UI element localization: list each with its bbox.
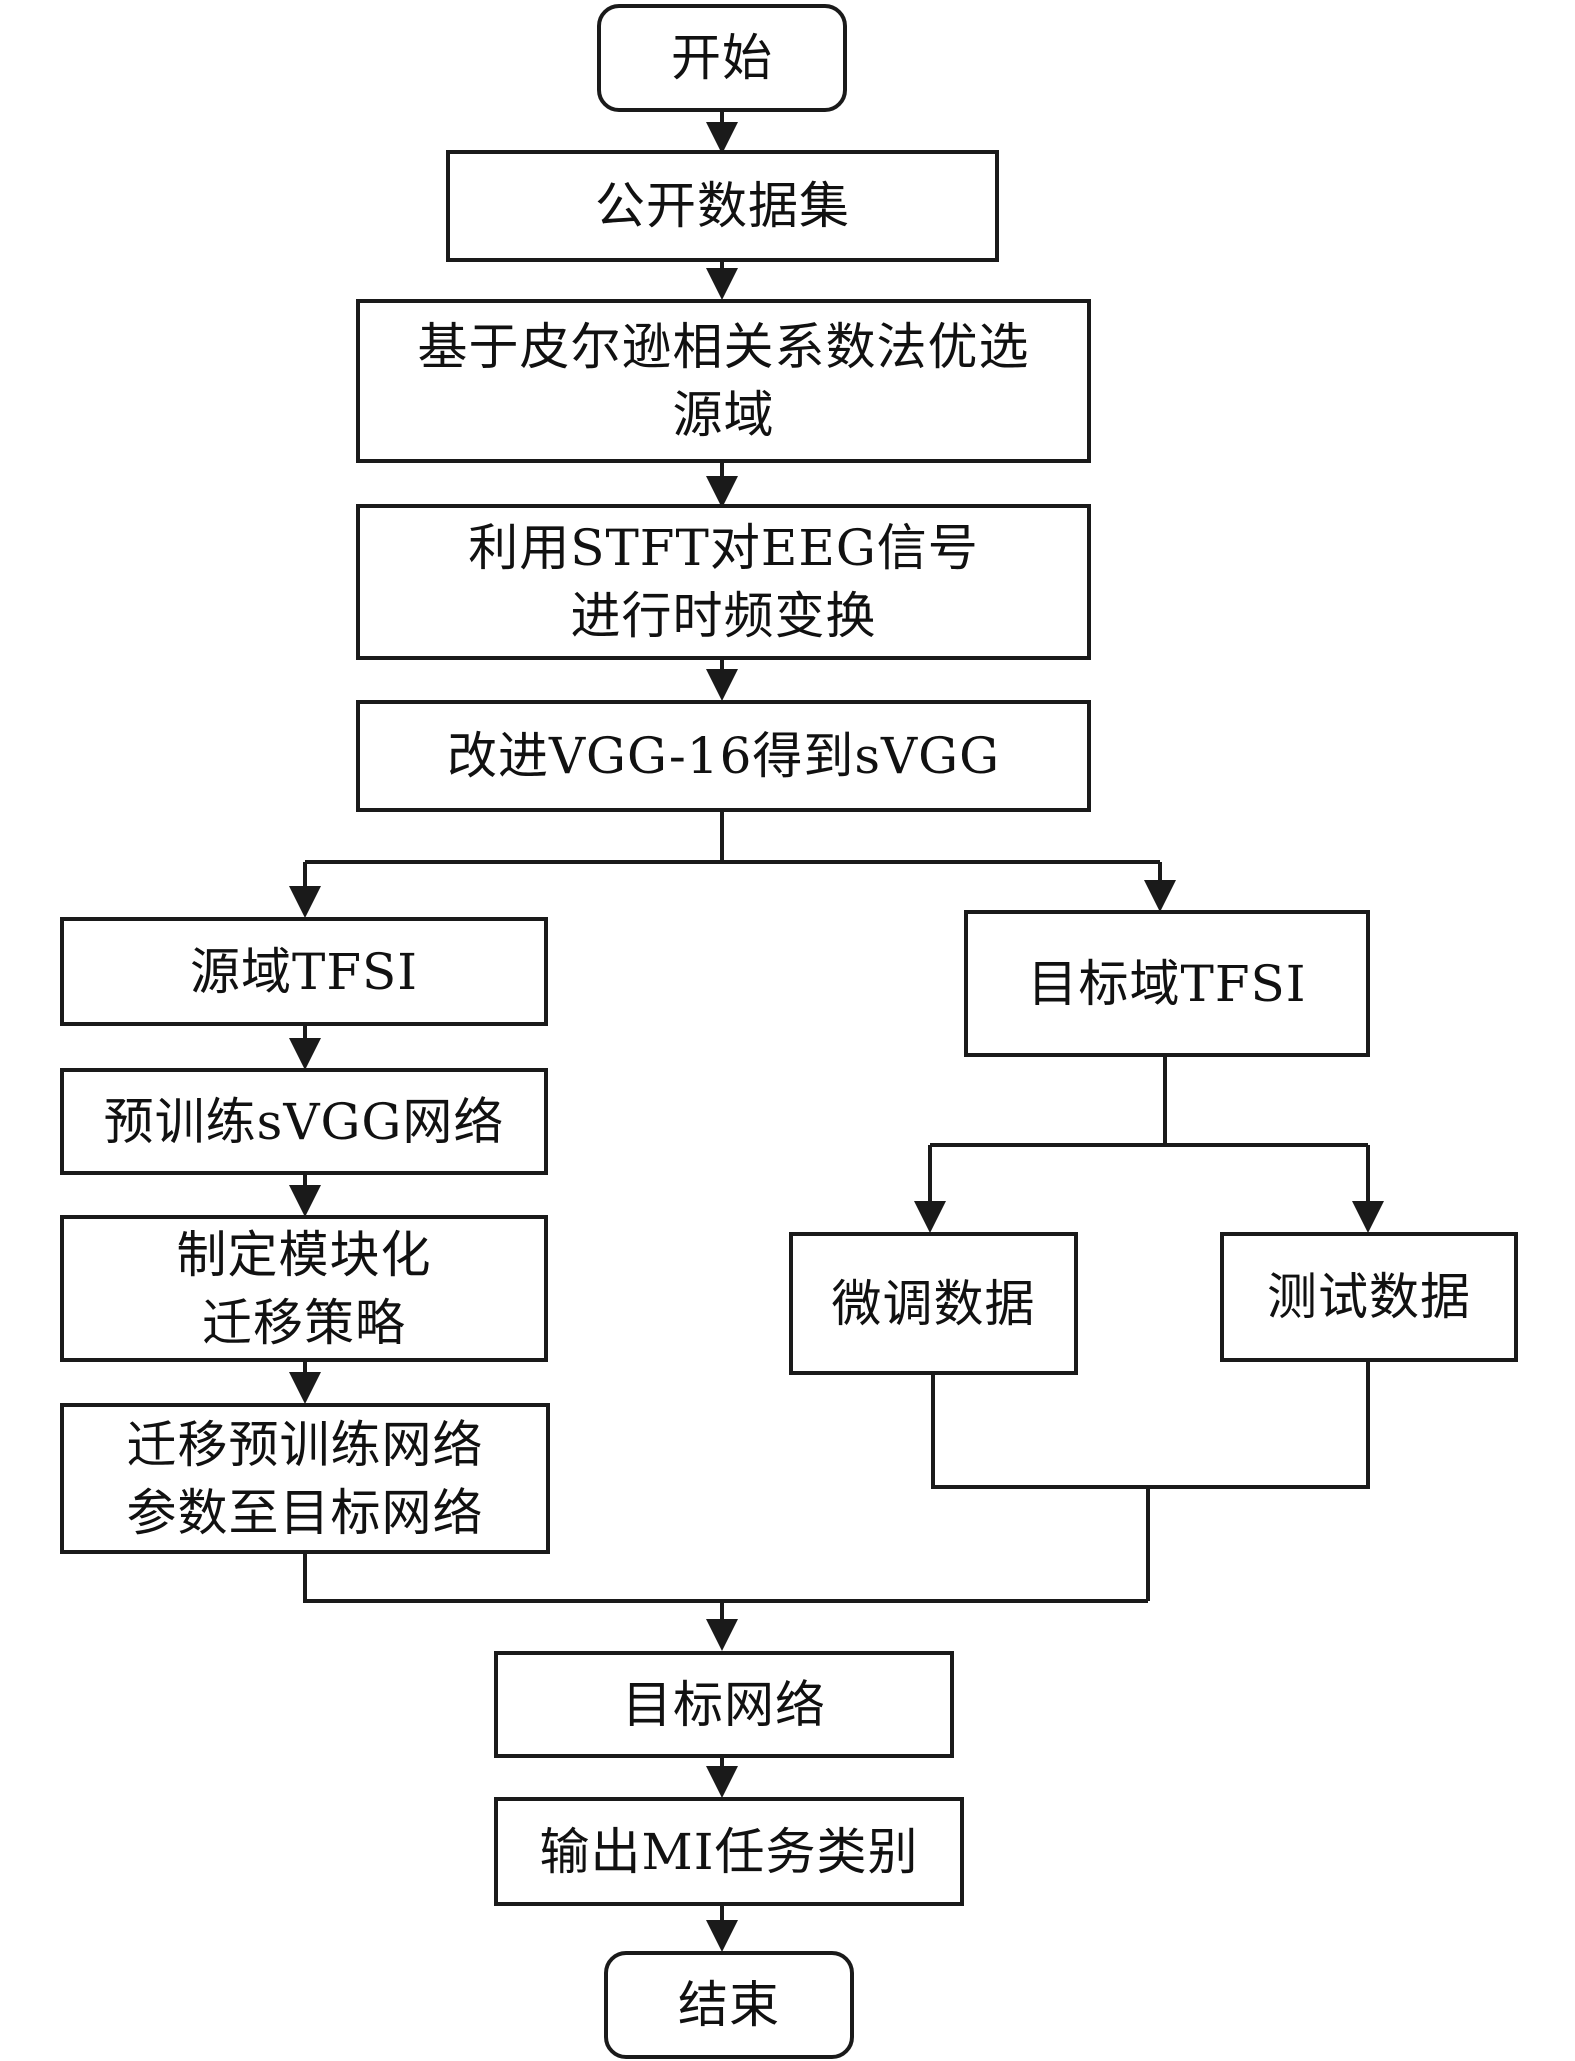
strategy-node: 制定模块化 迁移策略 [60,1215,548,1362]
output-label: 输出MI任务类别 [539,1822,919,1881]
target-merge-line [931,1362,1370,1601]
target-tfsi-label: 目标域TFSI [1027,954,1307,1013]
test-data-label: 测试数据 [1267,1268,1471,1326]
dataset-label: 公开数据集 [595,177,850,235]
svgg-label: 改进VGG-16得到sVGG [446,727,1001,785]
end-node: 结束 [604,1951,854,2059]
stft-line2: 进行时频变换 [570,587,877,645]
output-node: 输出MI任务类别 [494,1797,964,1906]
source-select-node: 基于皮尔逊相关系数法优选 源域 [356,299,1091,463]
dataset-node: 公开数据集 [446,150,999,262]
test-data-node: 测试数据 [1220,1232,1518,1362]
strategy-line2: 迁移策略 [202,1293,406,1352]
transfer-node: 迁移预训练网络 参数至目标网络 [60,1403,550,1554]
transfer-line2: 参数至目标网络 [126,1483,484,1542]
target-tfsi-node: 目标域TFSI [964,910,1370,1057]
strategy-line1: 制定模块化 [176,1225,432,1284]
pretrain-node: 预训练sVGG网络 [60,1068,548,1175]
target-network-node: 目标网络 [494,1651,954,1758]
final-merge-line [303,1554,1148,1603]
start-label: 开始 [671,29,773,87]
source-tfsi-node: 源域TFSI [60,917,548,1026]
stft-line1: 利用STFT对EEG信号 [468,519,979,577]
target-split-line [930,1057,1368,1147]
svgg-node: 改进VGG-16得到sVGG [356,700,1091,812]
transfer-line1: 迁移预训练网络 [126,1415,484,1474]
branch-split-line [305,812,1160,864]
source-tfsi-label: 源域TFSI [189,942,419,1001]
source-select-line1: 基于皮尔逊相关系数法优选 [417,318,1030,376]
finetune-data-node: 微调数据 [789,1232,1078,1375]
pretrain-label: 预训练sVGG网络 [103,1092,505,1151]
end-label: 结束 [678,1976,780,2034]
finetune-data-label: 微调数据 [831,1274,1036,1333]
stft-node: 利用STFT对EEG信号 进行时频变换 [356,504,1091,660]
source-select-line2: 源域 [672,386,775,444]
target-network-label: 目标网络 [622,1675,826,1734]
start-node: 开始 [597,4,847,112]
